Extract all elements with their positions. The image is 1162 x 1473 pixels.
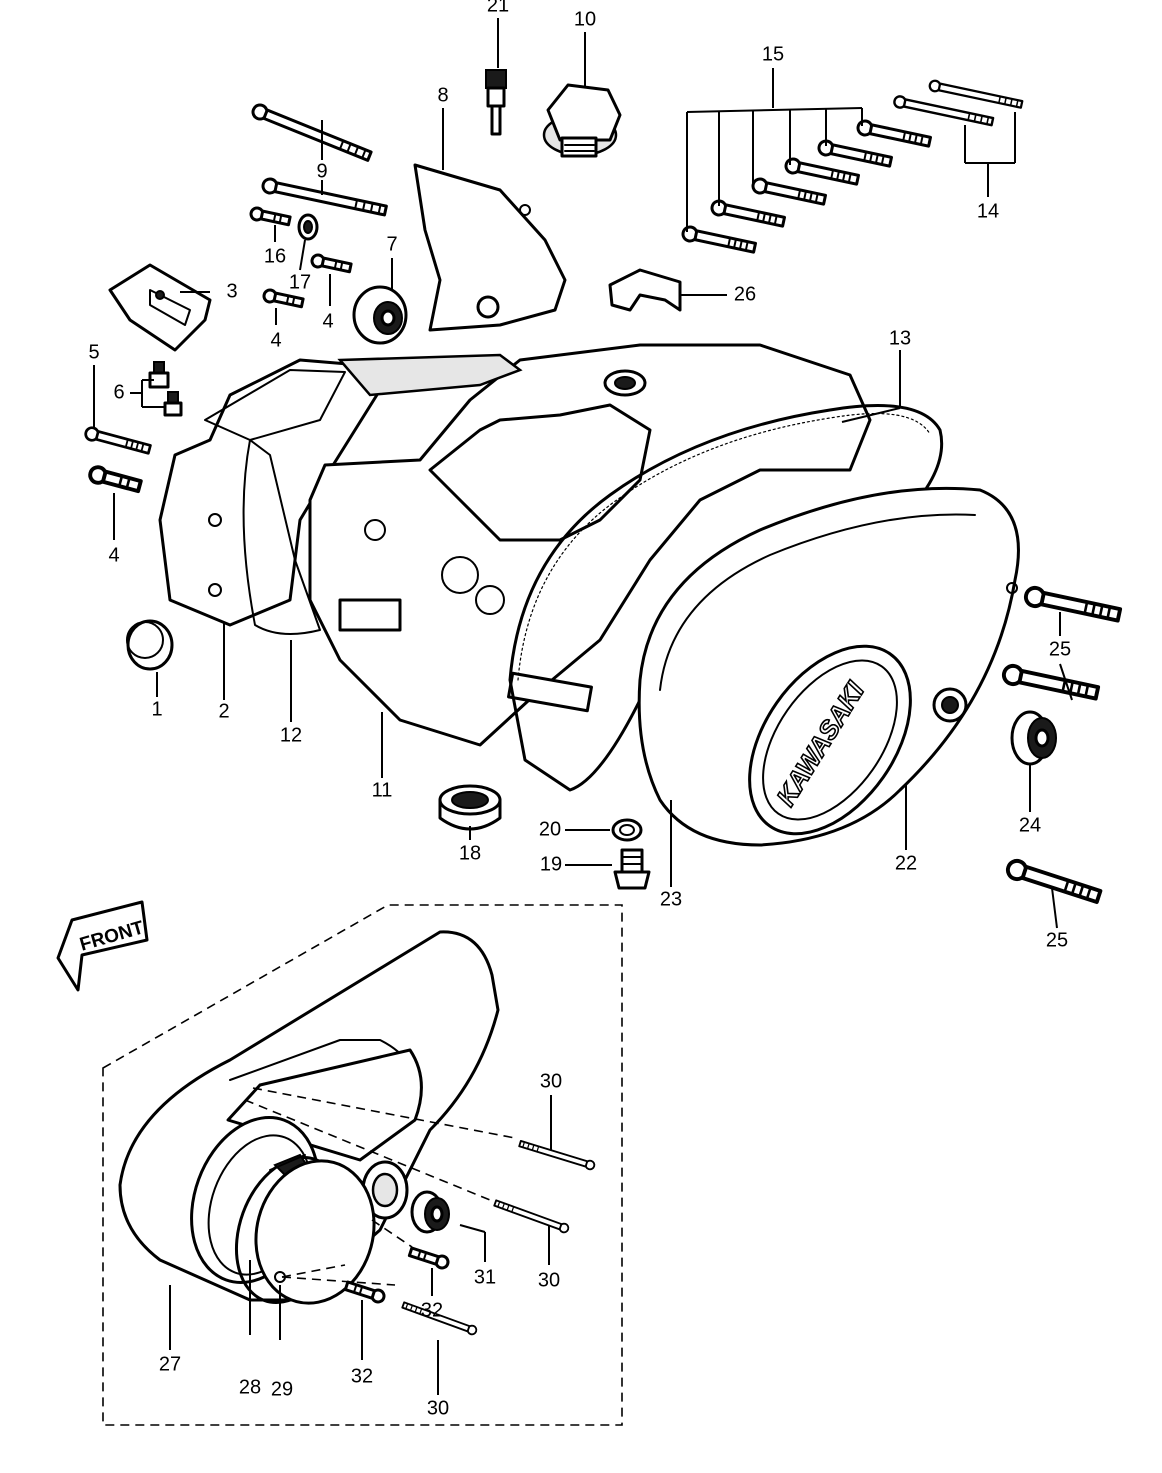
front-direction-arrow: FRONT bbox=[56, 900, 149, 992]
callout-16: 16 bbox=[264, 245, 286, 267]
callout-21: 21 bbox=[487, 0, 509, 16]
cable-clamp bbox=[608, 268, 682, 312]
cover-bolt-15f bbox=[855, 118, 933, 151]
cover-bolt-15d bbox=[783, 156, 861, 189]
inset-cover-plate bbox=[254, 1154, 376, 1305]
callout-30: 30 bbox=[538, 1269, 560, 1291]
callout-3: 3 bbox=[226, 280, 237, 302]
shaft-seal bbox=[1010, 710, 1057, 766]
callout-4: 4 bbox=[108, 544, 119, 566]
callout-2: 2 bbox=[218, 700, 229, 722]
callout-12: 12 bbox=[280, 724, 302, 746]
leader-lines bbox=[93, 18, 1073, 929]
inset-bolt-30b bbox=[492, 1197, 571, 1235]
callout-17: 17 bbox=[289, 271, 311, 293]
bolt-4c bbox=[86, 463, 144, 496]
callout-9: 9 bbox=[316, 160, 327, 182]
cover-bolt-25a bbox=[1022, 584, 1123, 626]
crankcase-bolt-9a bbox=[249, 101, 374, 165]
callout-labels: 1 2 3 4 4 4 5 6 7 8 9 10 11 12 13 14 15 … bbox=[88, 0, 1071, 1419]
inset-seal bbox=[410, 1190, 450, 1234]
cover-bolt-14b bbox=[927, 78, 1024, 111]
callout-27: 27 bbox=[159, 1353, 181, 1375]
crankcase-body bbox=[308, 343, 872, 747]
callout-32: 32 bbox=[421, 1299, 443, 1321]
cover-bolt-15c bbox=[750, 176, 828, 209]
cover-bolt-25b bbox=[1000, 662, 1101, 704]
cover-bolt-15a bbox=[680, 224, 758, 257]
callout-4: 4 bbox=[270, 329, 281, 351]
callout-11: 11 bbox=[372, 779, 393, 801]
oil-filler-cap bbox=[542, 83, 622, 158]
callout-30: 30 bbox=[427, 1397, 449, 1419]
bolt-5 bbox=[82, 424, 153, 457]
alternate-cover bbox=[118, 930, 500, 1302]
drain-plug-washer bbox=[611, 818, 643, 842]
adjuster-screw bbox=[485, 69, 507, 136]
right-cover-gasket bbox=[508, 404, 944, 792]
callout-26: 26 bbox=[734, 283, 756, 305]
inset-frame bbox=[102, 904, 623, 1426]
callout-15: 15 bbox=[762, 43, 784, 65]
left-cover-gasket bbox=[242, 439, 321, 635]
callout-10: 10 bbox=[574, 8, 596, 30]
cover-bolt-15b bbox=[709, 198, 787, 231]
cover-bolt-15e bbox=[816, 138, 894, 171]
callout-19: 19 bbox=[540, 853, 562, 875]
callout-28: 28 bbox=[239, 1376, 261, 1398]
callout-5: 5 bbox=[88, 341, 99, 363]
inset-bolt-32a bbox=[407, 1244, 452, 1272]
right-crankcase-cover: KAWASAKI bbox=[637, 486, 1020, 847]
callout-25: 25 bbox=[1046, 929, 1068, 951]
bolt-4a bbox=[309, 252, 354, 276]
callout-14: 14 bbox=[977, 200, 999, 222]
inset-bolt-30a bbox=[517, 1138, 597, 1172]
nut bbox=[297, 213, 319, 241]
breather-fitting bbox=[148, 361, 183, 417]
bracket bbox=[108, 263, 212, 352]
bearing bbox=[352, 285, 408, 345]
oil-seal bbox=[438, 784, 502, 831]
callout-4: 4 bbox=[322, 310, 333, 332]
callout-30: 30 bbox=[540, 1070, 562, 1092]
callout-25: 25 bbox=[1049, 638, 1071, 660]
inset-leader-lines bbox=[169, 1095, 552, 1395]
cover-bolt-14a bbox=[892, 94, 995, 129]
cap-plug bbox=[126, 619, 174, 671]
callout-8: 8 bbox=[437, 84, 448, 106]
callout-31: 31 bbox=[474, 1266, 496, 1288]
callout-23: 23 bbox=[660, 888, 682, 910]
callout-6: 6 bbox=[113, 381, 124, 403]
callout-20: 20 bbox=[539, 818, 561, 840]
drain-plug bbox=[613, 848, 651, 890]
callout-18: 18 bbox=[459, 842, 481, 864]
callout-29: 29 bbox=[271, 1378, 293, 1400]
callout-24: 24 bbox=[1019, 814, 1041, 836]
callout-13: 13 bbox=[889, 327, 911, 349]
crankcase-bolt-9b bbox=[260, 176, 389, 219]
callout-1: 1 bbox=[151, 698, 162, 720]
callout-32: 32 bbox=[351, 1365, 373, 1387]
callout-7: 7 bbox=[386, 233, 397, 255]
bolt-16 bbox=[248, 205, 293, 229]
callout-22: 22 bbox=[895, 852, 917, 874]
